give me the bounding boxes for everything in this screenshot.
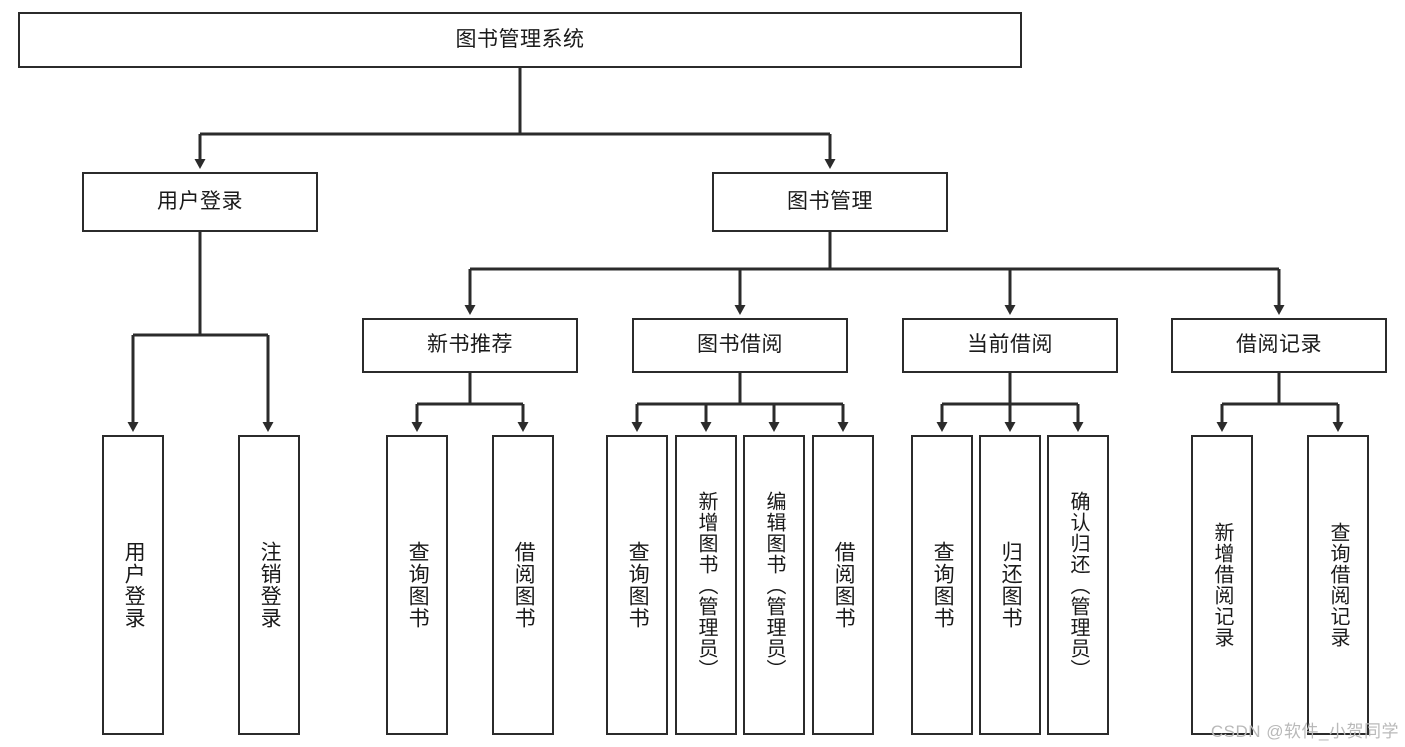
node-new-book-recommend[interactable]: 新书推荐 [362, 318, 578, 373]
leaf-label: 查询图书 [406, 541, 430, 629]
leaf-book-borrow-query[interactable]: 查询图书 [606, 435, 668, 735]
node-current-borrow[interactable]: 当前借阅 [902, 318, 1118, 373]
leaf-borrow-record-query[interactable]: 查询借阅记录 [1307, 435, 1369, 735]
leaf-new-book-borrow[interactable]: 借阅图书 [492, 435, 554, 735]
leaf-user-login-logout[interactable]: 注销登录 [238, 435, 300, 735]
node-borrow-record-label: 借阅记录 [1236, 333, 1322, 357]
node-book-borrow[interactable]: 图书借阅 [632, 318, 848, 373]
leaf-label: 借阅图书 [512, 541, 536, 629]
leaf-current-borrow-confirm[interactable]: 确认归还（管理员） [1047, 435, 1109, 735]
leaf-new-book-query[interactable]: 查询图书 [386, 435, 448, 735]
leaf-current-borrow-query[interactable]: 查询图书 [911, 435, 973, 735]
leaf-label: 查询图书 [931, 541, 955, 629]
leaf-label: 用户登录 [122, 541, 146, 629]
node-user-login[interactable]: 用户登录 [82, 172, 318, 232]
node-book-management-label: 图书管理 [787, 189, 873, 213]
leaf-current-borrow-return[interactable]: 归还图书 [979, 435, 1041, 735]
node-new-book-recommend-label: 新书推荐 [427, 333, 513, 357]
leaf-label: 注销登录 [258, 541, 282, 629]
node-root[interactable]: 图书管理系统 [18, 12, 1022, 68]
leaf-label: 确认归还（管理员） [1067, 490, 1089, 680]
node-current-borrow-label: 当前借阅 [967, 333, 1053, 357]
leaf-label: 归还图书 [999, 541, 1023, 629]
node-borrow-record[interactable]: 借阅记录 [1171, 318, 1387, 373]
leaf-book-borrow-borrow[interactable]: 借阅图书 [812, 435, 874, 735]
leaf-label: 新增借阅记录 [1211, 522, 1233, 648]
leaf-label: 借阅图书 [832, 541, 856, 629]
leaf-user-login-login[interactable]: 用户登录 [102, 435, 164, 735]
leaf-borrow-record-add[interactable]: 新增借阅记录 [1191, 435, 1253, 735]
node-user-login-label: 用户登录 [157, 189, 243, 213]
watermark-text: CSDN @软件_小贺同学 [1210, 722, 1399, 741]
leaf-label: 新增图书（管理员） [695, 490, 717, 680]
leaf-label: 查询图书 [626, 541, 650, 629]
leaf-book-borrow-edit[interactable]: 编辑图书（管理员） [743, 435, 805, 735]
node-root-label: 图书管理系统 [455, 27, 585, 51]
node-book-management[interactable]: 图书管理 [712, 172, 948, 232]
leaf-label: 查询借阅记录 [1327, 522, 1349, 648]
leaf-book-borrow-add[interactable]: 新增图书（管理员） [675, 435, 737, 735]
leaf-label: 编辑图书（管理员） [763, 490, 785, 680]
node-book-borrow-label: 图书借阅 [697, 333, 783, 357]
